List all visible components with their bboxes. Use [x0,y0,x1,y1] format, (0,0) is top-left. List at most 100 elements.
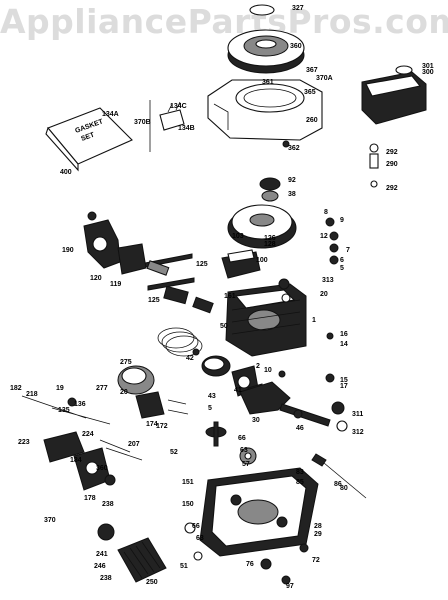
part-label: 250 [146,579,158,586]
gasket-text: SET [80,131,96,142]
part-label: 52 [170,449,178,456]
part-label: 10 [264,367,272,374]
part-label: 161 [224,293,236,300]
part-label: 15 [340,377,348,384]
part-label: 63 [240,447,248,454]
recoil-starter [227,4,305,74]
part-label: 125 [148,297,160,304]
part-label: 28 [314,523,322,530]
flywheel [227,177,297,249]
oil-filter [97,522,203,583]
part-label: 207 [128,441,140,448]
part-label: 360 [96,465,108,472]
part-label: 7 [346,247,350,254]
muffler-bolts [369,143,379,188]
blower-housing [207,79,323,141]
part-label: 238 [102,501,114,508]
part-label: 120 [90,275,102,282]
part-label: 20 [120,389,128,396]
part-label: 313 [322,277,334,284]
part-label: 135 [58,407,70,414]
part-label: 9 [340,217,344,224]
part-label: 400 [60,169,72,176]
part-label: 12 [320,233,328,240]
part-label: 83 [296,469,304,476]
part-label: 42 [186,355,194,362]
part-label: 241 [96,551,108,558]
part-label: 66 [192,523,200,530]
part-label: 125 [196,261,208,268]
control-linkages [21,395,143,491]
part-label: 134B [178,125,195,132]
part-label: 174 [146,421,158,428]
part-label: 76 [246,561,254,568]
part-label: 63 [196,535,204,542]
part-label: 184 [70,457,82,464]
part-label: 92 [288,177,296,184]
part-label: 260 [306,117,318,124]
part-label: 86 [334,481,342,488]
part-label: 362 [288,145,300,152]
part-label: 8 [324,209,328,216]
valve-parts [139,253,214,314]
part-label: 30 [252,417,260,424]
watermark: AppliancePartsPros.com [0,2,448,41]
hardware [67,140,348,486]
air-cleaner [117,365,155,395]
part-label: 16 [340,331,348,338]
piston-and-rings [157,327,231,377]
part-label: 290 [386,161,398,168]
part-label: 312 [352,429,364,436]
part-label: 277 [96,385,108,392]
cylinder-block [225,283,307,357]
part-label: 134C [170,103,187,110]
part-label: 361 [262,79,274,86]
bracket-parts [149,100,185,152]
part-label: 20 [320,291,328,298]
part-label: 85 [296,479,304,486]
drain-plugs [260,543,309,585]
part-label: 224 [82,431,94,438]
part-label: 275 [120,359,132,366]
part-label: 51 [180,563,188,570]
part-label: 1 [312,317,316,324]
part-label: 370 [44,517,56,524]
part-label: 238 [100,575,112,582]
crankshaft [239,381,331,427]
part-number-labels: 327360361367370A134A134C370B134B36526030… [10,5,434,590]
part-label: 365 [304,89,316,96]
part-label: 367 [306,67,318,74]
part-label: 14 [340,341,348,348]
part-label: 66 [238,435,246,442]
part-label: 19 [56,385,64,392]
part-label: 5 [340,265,344,272]
part-label: 182 [10,385,22,392]
part-label: 41 [234,387,242,394]
carburetor-parts [83,211,147,275]
part-label: 136 [74,401,86,408]
part-label: 128 [264,241,276,248]
part-label: 2 [256,363,260,370]
part-label: 178 [84,495,96,502]
part-label: 50 [220,323,228,330]
part-label: 370B [134,119,151,126]
part-label: 103 [232,233,244,240]
part-label: 370A [316,75,333,82]
crankcase-cover [199,467,319,557]
part-label: 218 [26,391,38,398]
governor-gear [205,421,257,465]
part-label: 46 [296,425,304,432]
part-label: 190 [62,247,74,254]
part-label: 17 [340,383,348,390]
part-label: 360 [290,43,302,50]
part-label: 5 [208,405,212,412]
part-label: 80 [340,485,348,492]
part-label: 292 [386,149,398,156]
part-label: 57 [242,461,250,468]
part-label: 29 [314,531,322,538]
gasket-set-envelope: GASKET SET [45,107,133,172]
part-label: 6 [340,257,344,264]
part-label: 311 [352,411,363,418]
fuel-tank-parts [135,391,189,419]
